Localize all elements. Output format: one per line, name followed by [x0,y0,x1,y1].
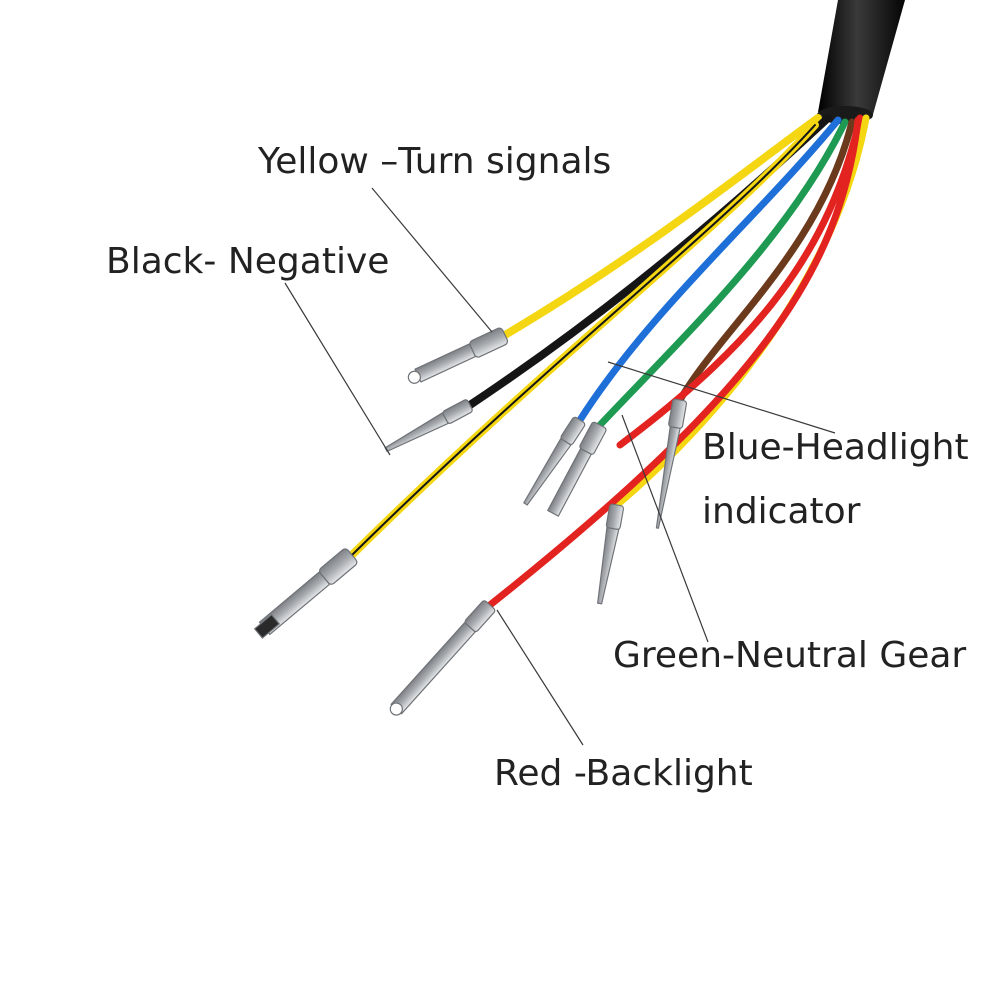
cable-sheath [818,0,905,122]
green-wire-neutral-gear [596,118,849,429]
label-green-neutral-gear: Green-Neutral Gear [613,635,967,676]
red-wire-backlight [486,116,862,609]
label-red-backlight: Red -Backlight [494,753,753,794]
label-blue-headlight: Blue-Headlight [702,427,969,468]
yellow-black-wire-stripe [351,124,816,556]
terminal-brown [655,398,688,529]
leader-line-yellow [371,187,493,333]
leader-line-black [284,282,391,456]
brown-wire [676,118,856,404]
yellow-wire-turn-signals [501,114,822,339]
terminal-yellow-short [597,503,625,605]
terminal-yellow [407,327,509,384]
terminal-red-backlight [389,600,496,716]
label-black-negative: Black- Negative [106,241,390,282]
leader-line-blue [607,361,836,434]
terminal-blue [523,416,586,506]
leader-line-green [621,414,709,643]
blue-wire-headlight-indicator [576,116,842,424]
leader-line-red [496,609,584,746]
label-yellow-turn-signals: Yellow –Turn signals [258,141,612,182]
terminal-yellow-black [253,548,358,639]
label-blue-indicator: indicator [702,491,861,532]
terminal-green [546,421,607,517]
